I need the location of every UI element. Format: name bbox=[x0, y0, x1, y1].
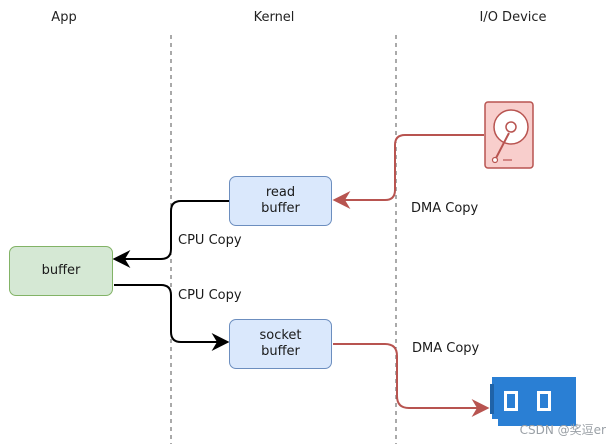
network-card-icon bbox=[490, 377, 576, 426]
watermark: CSDN @奖逗er bbox=[519, 423, 606, 437]
dma-in-arrow bbox=[332, 134, 484, 209]
read-buffer-node: read buffer bbox=[229, 176, 332, 226]
dma-out-arrow bbox=[333, 343, 490, 417]
cpu-in-arrow bbox=[112, 200, 229, 268]
cpu-out-arrow bbox=[114, 284, 230, 351]
lane-title-io-device: I/O Device bbox=[479, 10, 547, 25]
read-buffer-label-line1: read bbox=[265, 185, 296, 200]
cpu-out-label: CPU Copy bbox=[178, 288, 242, 303]
socket-buffer-label-line1: socket bbox=[259, 328, 302, 343]
cpu-in-label: CPU Copy bbox=[178, 233, 242, 248]
app-buffer-node: buffer bbox=[9, 246, 113, 296]
hard-disk-icon bbox=[484, 101, 534, 169]
lane-title-kernel: Kernel bbox=[253, 10, 295, 25]
lane-title-app: App bbox=[51, 10, 77, 25]
read-buffer-label-line2: buffer bbox=[261, 201, 300, 216]
dma-in-label: DMA Copy bbox=[411, 201, 479, 216]
app-buffer-label: buffer bbox=[41, 263, 81, 278]
dma-out-label: DMA Copy bbox=[412, 341, 480, 356]
socket-buffer-node: socket buffer bbox=[229, 319, 332, 369]
socket-buffer-label-line2: buffer bbox=[261, 344, 300, 359]
